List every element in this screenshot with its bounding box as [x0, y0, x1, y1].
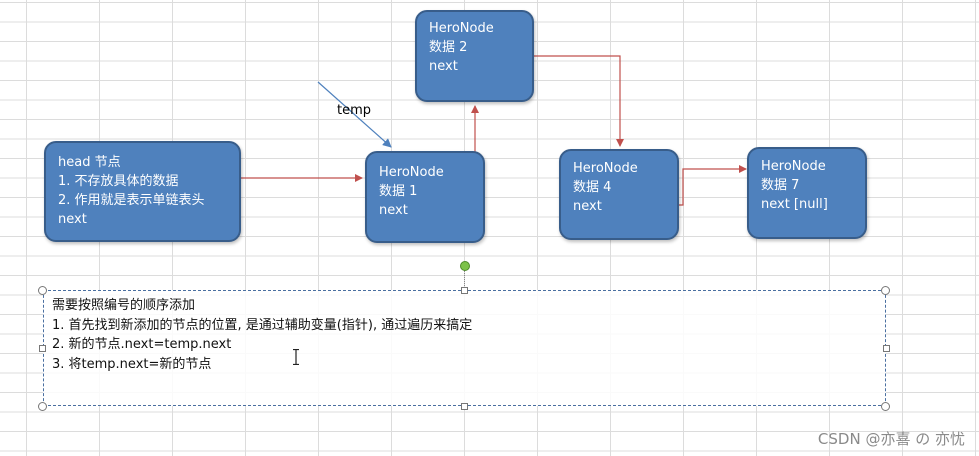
watermark: CSDN @亦喜 の 亦忧 [817, 430, 965, 448]
temp-label: temp [337, 103, 372, 118]
head-node-next: next [58, 212, 87, 227]
node-2-data: 数据 2 [429, 40, 468, 55]
resize-handle-top-middle[interactable] [461, 287, 468, 294]
node-1-next: next [379, 203, 408, 218]
hero-node-1[interactable]: HeroNode 数据 1 next [365, 151, 485, 243]
node-4-data: 数据 4 [573, 180, 612, 195]
hero-node-2[interactable]: HeroNode 数据 2 next [415, 10, 534, 102]
note-textbox[interactable]: 需要按照编号的顺序添加 1. 首先找到新添加的节点的位置, 是通过辅助变量(指针… [43, 290, 886, 406]
hero-node-7[interactable]: HeroNode 数据 7 next [null] [747, 147, 867, 239]
resize-handle-middle-right[interactable] [883, 345, 890, 352]
resize-handle-middle-left[interactable] [39, 345, 46, 352]
head-node-desc-1: 1. 不存放具体的数据 [58, 174, 179, 189]
node-2-type: HeroNode [429, 21, 494, 36]
node-7-next: next [null] [761, 197, 828, 212]
rotation-handle-stem [464, 270, 466, 290]
node-1-data: 数据 1 [379, 184, 418, 199]
text-cursor-icon [293, 349, 299, 365]
node-2-next: next [429, 59, 458, 74]
node-4-next: next [573, 199, 602, 214]
head-node-desc-2: 2. 作用就是表示单链表头 [58, 193, 205, 208]
hero-node-4[interactable]: HeroNode 数据 4 next [559, 149, 679, 240]
resize-handle-top-left[interactable] [38, 286, 47, 295]
node-1-type: HeroNode [379, 165, 444, 180]
resize-handle-bottom-right[interactable] [881, 402, 890, 411]
head-node[interactable]: head 节点 1. 不存放具体的数据 2. 作用就是表示单链表头 next [44, 141, 241, 242]
note-line-2: 1. 首先找到新添加的节点的位置, 是通过辅助变量(指针), 通过遍历来搞定 [52, 317, 473, 333]
resize-handle-bottom-middle[interactable] [461, 403, 468, 410]
temp-pointer-arrow [317, 81, 392, 148]
node-7-data: 数据 7 [761, 178, 800, 193]
resize-handle-top-right[interactable] [881, 286, 890, 295]
note-line-1: 需要按照编号的顺序添加 [52, 298, 196, 313]
node-7-type: HeroNode [761, 159, 826, 174]
resize-handle-bottom-left[interactable] [38, 402, 47, 411]
head-node-title: head 节点 [58, 155, 121, 170]
note-line-4: 3. 将temp.next=新的节点 [52, 356, 212, 372]
rotation-handle[interactable] [460, 261, 470, 271]
note-line-3: 2. 新的节点.next=temp.next [52, 337, 232, 352]
node-4-type: HeroNode [573, 161, 638, 176]
